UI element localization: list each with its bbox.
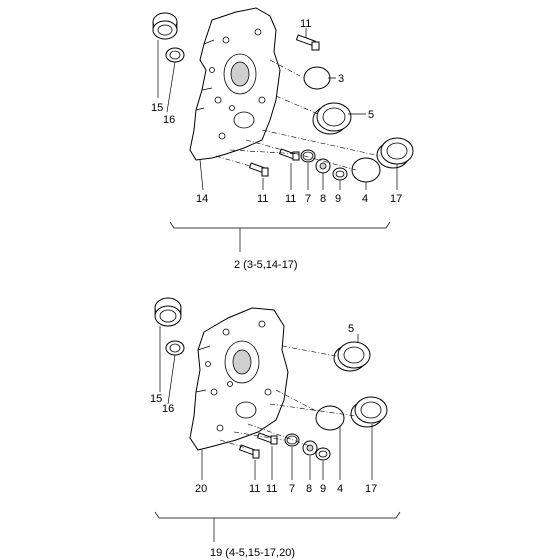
lower-oring-7	[284, 433, 300, 447]
upper-bearing-17	[376, 137, 414, 169]
label-lower-8: 8	[306, 483, 312, 495]
label-lower-5: 5	[348, 323, 354, 335]
label-upper-14: 14	[196, 193, 208, 205]
label-upper-3: 3	[338, 73, 344, 85]
lower-group-caption: 19 (4-5,15-17,20)	[210, 547, 295, 559]
lower-bearing-5	[333, 341, 371, 372]
upper-ring-16	[165, 47, 185, 63]
label-lower-7: 7	[289, 483, 295, 495]
lower-bearing-17	[350, 396, 388, 428]
label-upper-15: 15	[151, 102, 163, 114]
upper-oring-7	[300, 149, 316, 163]
lower-ring-16	[165, 340, 185, 356]
label-upper-11-a: 11	[257, 193, 268, 205]
upper-group-bracket	[169, 221, 391, 252]
upper-bolt-11-top	[295, 34, 320, 51]
label-upper-17: 17	[390, 193, 402, 205]
label-lower-17: 17	[365, 483, 377, 495]
label-upper-11-top: 11	[300, 18, 311, 30]
label-lower-11-b: 11	[266, 483, 277, 495]
label-upper-9: 9	[335, 193, 341, 205]
upper-group-caption: 2 (3-5,14-17)	[234, 259, 298, 271]
lower-bolt-11-a	[238, 444, 260, 459]
label-lower-20: 20	[195, 483, 207, 495]
label-upper-8: 8	[320, 193, 326, 205]
upper-ring-9	[332, 167, 348, 181]
upper-assembly: 11 3 5 15 16 14 11 11 7 8 9 4 17 2 (3-5,…	[151, 7, 414, 271]
label-upper-11-b: 11	[285, 193, 296, 205]
lower-assembly: 5 15 16 20 11 11 7 8 9 4 17 19 (4-5,15-1…	[150, 297, 401, 559]
label-lower-11-a: 11	[249, 483, 260, 495]
upper-bolt-11-a	[248, 162, 269, 177]
label-lower-16: 16	[162, 403, 174, 415]
lower-bushing-8	[302, 440, 318, 456]
lower-ring-9	[315, 447, 331, 461]
upper-housing-plate	[189, 7, 281, 161]
label-lower-4: 4	[337, 483, 343, 495]
label-upper-7: 7	[305, 193, 311, 205]
upper-bushing-8	[315, 158, 331, 174]
label-upper-16: 16	[163, 114, 175, 126]
upper-bolt-11-b	[278, 148, 300, 161]
lower-housing-plate	[189, 307, 289, 451]
lower-bolt-11-b	[256, 432, 278, 445]
label-lower-15: 15	[150, 393, 162, 405]
upper-seal-15	[152, 12, 178, 40]
lower-group-bracket	[154, 511, 401, 542]
upper-disc-4	[351, 157, 381, 183]
upper-bearing-5	[312, 102, 352, 135]
lower-disc-4	[315, 405, 345, 431]
lower-seal-15	[154, 297, 182, 327]
label-upper-5: 5	[368, 109, 374, 121]
label-upper-4: 4	[362, 193, 368, 205]
label-lower-9: 9	[320, 483, 326, 495]
upper-cover-3	[303, 66, 331, 90]
